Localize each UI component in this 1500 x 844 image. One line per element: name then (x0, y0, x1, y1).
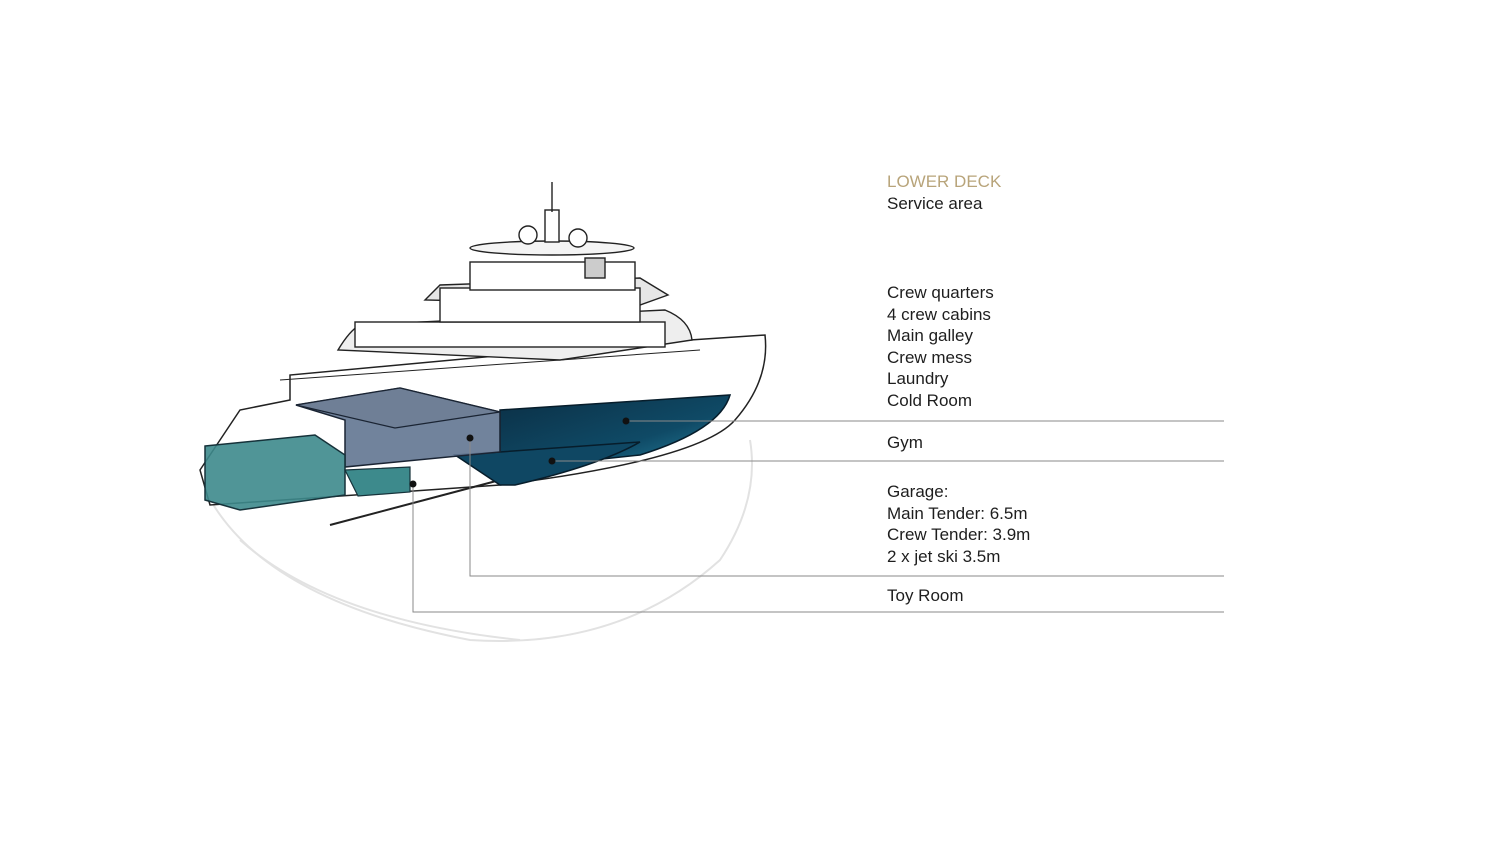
label-line: Main galley (887, 326, 973, 346)
label-line: 4 crew cabins (887, 304, 991, 324)
label-line: Crew mess (887, 347, 973, 367)
label-line: Crew quarters (887, 283, 994, 302)
label-line: Main Tender: 6.5m (887, 503, 1028, 523)
dot-gym (548, 457, 556, 465)
deck-subtitle: Service area (887, 194, 983, 213)
dot-crew-quarters (622, 417, 630, 425)
zone-gym (452, 441, 641, 486)
crew-quarters-label: Crew quarters 4 crew cabins Main galley … (887, 282, 994, 412)
label-line: Toy Room (887, 586, 964, 605)
label-line: Cold Room (887, 390, 973, 410)
gym-label: Gym (887, 432, 923, 454)
dot-toy-room (409, 480, 417, 488)
toy-room-label: Toy Room (887, 585, 964, 607)
dot-garage (466, 434, 474, 442)
deck-title: LOWER DECK (887, 172, 1002, 191)
yacht-superstructure (336, 182, 693, 361)
leader-lines (412, 420, 1224, 613)
label-line: Gym (887, 433, 923, 452)
label-line: Crew Tender: 3.9m (887, 525, 1031, 545)
zone-toy-room (204, 434, 411, 511)
label-line: Laundry (887, 369, 949, 389)
label-line: 2 x jet ski 3.5m (887, 546, 1001, 566)
leader-garage (469, 438, 1224, 577)
leader-toy-room (412, 484, 1224, 613)
garage-label: Garage: Main Tender: 6.5m Crew Tender: 3… (887, 481, 1030, 567)
leader-dots (409, 417, 630, 488)
zone-garage (295, 387, 501, 468)
label-line: Garage: (887, 482, 949, 501)
